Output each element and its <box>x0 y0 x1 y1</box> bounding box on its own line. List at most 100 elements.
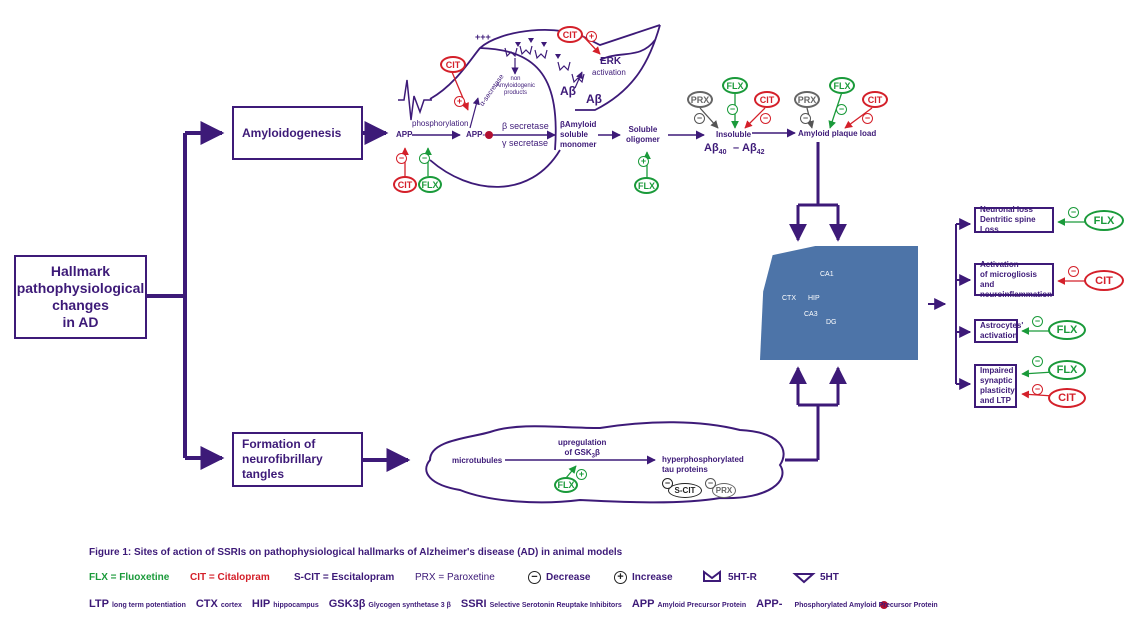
phosphate-dot <box>485 131 493 139</box>
ab42-sub: 42 <box>756 149 765 157</box>
abbrev-app: APP <box>631 598 655 610</box>
cit-erk-ellipse: CIT <box>557 26 583 43</box>
cit-app-ellipse: CIT <box>393 176 417 193</box>
minus-flx-neuronal: − <box>1068 207 1079 218</box>
flx-insoluble-ellipse: FLX <box>722 77 748 94</box>
abbrev-ssri: SSRI <box>460 598 487 610</box>
scit-tau-ellipse: S-CIT <box>668 483 702 498</box>
minus-flx-insoluble: − <box>727 104 738 115</box>
tangles-box: Formation of neurofibrillary tangles <box>232 432 363 487</box>
legend-serotonin: 5HT <box>820 572 839 583</box>
app-p-label: APP- <box>466 130 486 139</box>
ab42-label: Aβ42 <box>742 142 764 159</box>
minus-cit-microgliosis: − <box>1068 266 1079 277</box>
abeta-label-1: Aβ <box>560 84 576 98</box>
abbrev-row: LTP long term potentiation CTX cortex HI… <box>89 598 948 610</box>
prx-insoluble-ellipse: PRX <box>687 91 713 108</box>
beta-amyloid-label: βAmyloid soluble monomer <box>560 120 597 149</box>
abbrev-ssri-def: Selective Serotonin Reuptake Inhibitors <box>489 602 622 609</box>
prx-tau-ellipse: PRX <box>712 483 736 498</box>
legend-decrease: Decrease <box>546 572 591 583</box>
brain-hip-label: HIP <box>808 295 820 302</box>
outcome-synaptic: Impaired synaptic plasticity and LTP <box>974 364 1017 408</box>
receptor-legend-icon <box>703 570 721 582</box>
flx-oligomer-ellipse: FLX <box>634 177 659 194</box>
abbrev-hip: HIP <box>251 598 271 610</box>
abbrev-ctx: CTX <box>195 598 218 610</box>
brain-dg-label: DG <box>826 319 837 326</box>
soluble-oligomer-label: Soluble oligomer <box>626 125 660 144</box>
abbrev-gsk-def: Glycogen synthetase 3 β <box>368 602 451 609</box>
plus-marks: +++ <box>475 32 491 42</box>
outcome-astrocytes: Astrocytes' activation <box>974 319 1023 343</box>
legend-flx: FLX = Fluoxetine <box>89 572 170 583</box>
legend-cit: CIT = Citalopram <box>190 572 270 583</box>
minus-flx-plaque: − <box>836 104 847 115</box>
amyloidogenesis-box: Amyloidogenesis <box>232 106 363 160</box>
plus-cit-erk: + <box>586 31 597 42</box>
minus-flx-app: − <box>419 153 430 164</box>
plus-cit-alpha: + <box>454 96 465 107</box>
brain-ca1-label: CA1 <box>820 271 834 278</box>
ab40-text: Aβ <box>704 142 719 154</box>
upregulation-label: upregulation of GSK3β <box>558 438 606 462</box>
hippocampus-image <box>760 246 918 360</box>
minus-prx-tau: − <box>705 478 716 489</box>
brain-ca3-label: CA3 <box>804 311 818 318</box>
abbrev-hip-def: hippocampus <box>273 602 319 609</box>
flx-plaque-ellipse: FLX <box>829 77 855 94</box>
brain-ctx-label: CTX <box>782 295 796 302</box>
minus-cit-app: − <box>396 153 407 164</box>
legend-row: FLX = Fluoxetine <box>89 572 169 583</box>
hyperphos-label: hyperphosphorylated tau proteins <box>662 455 744 474</box>
cit-microgliosis-ellipse: CIT <box>1084 270 1124 291</box>
abbrev-appp-def: Phosphorylated Amyloid Precursor Protein <box>794 602 938 609</box>
plus-flx-gsk: + <box>576 469 587 480</box>
insoluble-label: Insoluble <box>716 130 752 139</box>
minus-scit-tau: − <box>662 478 673 489</box>
cit-synaptic-ellipse: CIT <box>1048 388 1086 408</box>
minus-flx-astrocytes: − <box>1032 316 1043 327</box>
minus-cit-plaque: − <box>862 113 873 124</box>
minus-cit-synaptic: − <box>1032 384 1043 395</box>
phosphate-legend-dot <box>880 601 888 609</box>
abbrev-gsk: GSK3β <box>328 598 366 610</box>
erk-label: ERK <box>600 56 622 67</box>
app-label: APP <box>396 130 413 139</box>
ab-dash: – <box>733 142 740 154</box>
abbrev-ltp-def: long term potentiation <box>111 602 186 609</box>
ab40-label: Aβ40 <box>704 142 726 159</box>
upregulation-sub: 3 <box>591 453 595 460</box>
legend-prx: PRX = Paroxetine <box>415 572 495 583</box>
abbrev-ltp: LTP <box>89 598 109 610</box>
flx-app-ellipse: FLX <box>418 176 442 193</box>
abeta-label-2: Aβ <box>586 92 602 106</box>
flx-neuronal-ellipse: FLX <box>1084 210 1124 231</box>
plaque-label: Amyloid plaque load <box>798 129 877 138</box>
legend-scit: S-CIT = Escitalopram <box>294 572 395 583</box>
gamma-secretase-label: γ secretase <box>502 138 549 148</box>
outcome-microgliosis: Activation of microgliosis and neuroinfl… <box>974 260 1054 299</box>
ab40-sub: 40 <box>718 149 727 157</box>
minus-prx-plaque: − <box>800 113 811 124</box>
hallmark-box: Hallmark pathophysiological changes in A… <box>14 255 147 339</box>
outcome-neuronal-loss: Neuronal loss Dentritic spine Loss <box>974 205 1054 234</box>
erk-activation-label: activation <box>592 68 626 77</box>
upregulation-text: upregulation of GSK <box>558 438 607 457</box>
prx-plaque-ellipse: PRX <box>794 91 820 108</box>
non-amyloidogenic-label: non Amyloidogenic products <box>496 76 536 96</box>
upregulation-beta: β <box>595 448 600 457</box>
ab42-text: Aβ <box>742 142 757 154</box>
abbrev-ctx-def: cortex <box>220 602 242 609</box>
cit-plaque-ellipse: CIT <box>862 91 888 108</box>
minus-cit-insoluble: − <box>760 113 771 124</box>
abbrev-app-def: Amyloid Precursor Protein <box>657 602 747 609</box>
legend-receptor: 5HT-R <box>728 572 757 583</box>
flx-synaptic-ellipse: FLX <box>1048 360 1086 380</box>
figure-caption: Figure 1: Sites of action of SSRIs on pa… <box>89 547 623 558</box>
increase-legend-icon: + <box>614 571 627 584</box>
phosphorylation-label: phosphorylation <box>412 119 469 128</box>
minus-flx-synaptic: − <box>1032 356 1043 367</box>
flx-astrocytes-ellipse: FLX <box>1048 320 1086 340</box>
flx-gsk-ellipse: FLX <box>554 477 578 493</box>
